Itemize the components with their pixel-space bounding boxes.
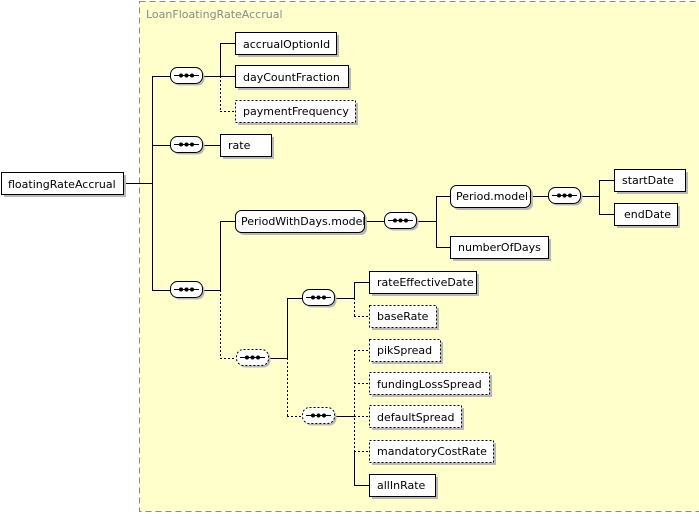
- element-label: rateEffectiveDate: [377, 276, 474, 289]
- element-mandatory-cost-rate[interactable]: mandatoryCostRate: [369, 440, 497, 466]
- element-label: paymentFrequency: [243, 105, 349, 118]
- element-label: startDate: [622, 174, 674, 187]
- element-start-date[interactable]: startDate: [614, 169, 689, 195]
- sequence-compositor-4: [384, 212, 419, 231]
- element-label: Period.model: [456, 190, 528, 203]
- sequence-compositor-6: [302, 289, 337, 308]
- optional-sequence-compositor-7: [302, 407, 337, 426]
- element-label: baseRate: [377, 310, 429, 323]
- element-label: numberOfDays: [458, 241, 541, 254]
- element-label: allInRate: [377, 479, 426, 492]
- element-rate[interactable]: rate: [220, 134, 275, 160]
- sequence-compositor-5: [548, 187, 583, 206]
- element-pik-spread[interactable]: pikSpread: [369, 339, 444, 365]
- element-floating-rate-accrual[interactable]: floatingRateAccrual: [1, 172, 127, 198]
- element-label: accrualOptionId: [243, 38, 330, 51]
- element-period-with-days-model[interactable]: PeriodWithDays.model: [235, 210, 368, 236]
- element-label: fundingLossSpread: [377, 378, 482, 391]
- element-period-model[interactable]: Period.model: [450, 185, 534, 211]
- element-label: dayCountFraction: [243, 71, 340, 84]
- group-loan-floating-rate-accrual: LoanFloatingRateAccrual: [139, 1, 699, 512]
- element-day-count-fraction[interactable]: dayCountFraction: [235, 65, 352, 91]
- group-title: LoanFloatingRateAccrual: [146, 8, 283, 21]
- compositors: [170, 67, 583, 426]
- element-funding-loss-spread[interactable]: fundingLossSpread: [369, 372, 493, 398]
- element-end-date[interactable]: endDate: [614, 203, 681, 229]
- element-base-rate[interactable]: baseRate: [369, 305, 440, 331]
- elements: floatingRateAccrual accrualOptionId dayC…: [1, 32, 689, 500]
- connectors: [125, 43, 614, 486]
- element-label: floatingRateAccrual: [8, 178, 116, 191]
- element-all-in-rate[interactable]: allInRate: [369, 474, 439, 500]
- element-label: defaultSpread: [377, 411, 454, 424]
- element-label: pikSpread: [377, 344, 432, 357]
- element-accrual-option-id[interactable]: accrualOptionId: [235, 32, 340, 58]
- sequence-compositor-2: [170, 136, 205, 155]
- element-default-spread[interactable]: defaultSpread: [369, 405, 465, 431]
- element-label: mandatoryCostRate: [377, 445, 487, 458]
- optional-sequence-compositor: [236, 349, 271, 368]
- sequence-compositor-3: [170, 281, 205, 300]
- element-label: endDate: [624, 208, 671, 221]
- sequence-compositor-1: [170, 67, 205, 86]
- element-label: PeriodWithDays.model: [241, 215, 365, 228]
- element-number-of-days[interactable]: numberOfDays: [450, 236, 552, 262]
- element-rate-effective-date[interactable]: rateEffectiveDate: [369, 271, 480, 297]
- element-payment-frequency[interactable]: paymentFrequency: [235, 100, 359, 126]
- element-label: rate: [228, 139, 251, 152]
